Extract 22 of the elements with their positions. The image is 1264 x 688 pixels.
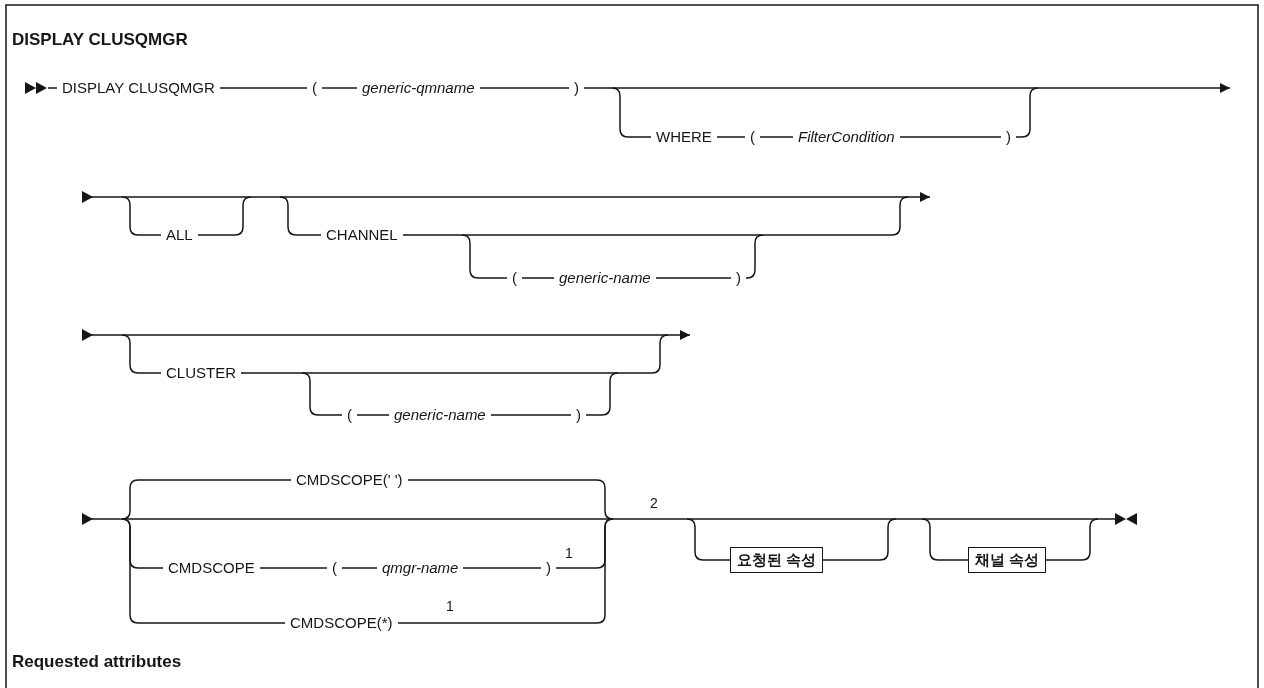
footnote-number: 1 [445,597,455,615]
syntax-keyword: CMDSCOPE(' ') [291,471,408,489]
syntax-keyword: ) [569,79,584,97]
reference-box: 채널 속성 [968,547,1047,573]
syntax-keyword: ( [745,128,760,146]
syntax-variable: generic-qmname [357,79,480,97]
syntax-keyword: CMDSCOPE(*) [285,614,398,632]
syntax-keyword: ) [731,269,746,287]
syntax-keyword: ( [327,559,342,577]
reference-box: 요청된 속성 [730,547,824,573]
syntax-keyword: ( [507,269,522,287]
diagram-title: DISPLAY CLUSQMGR [12,30,188,50]
syntax-keyword: ) [571,406,586,424]
syntax-keyword: ( [342,406,357,424]
footnote-number: 2 [649,494,659,512]
footnote-number: 1 [564,544,574,562]
syntax-keyword: ) [541,559,556,577]
syntax-variable: generic-name [389,406,491,424]
syntax-variable: generic-name [554,269,656,287]
section-heading: Requested attributes [12,653,182,671]
syntax-keyword: ( [307,79,322,97]
syntax-keyword: ) [1001,128,1016,146]
